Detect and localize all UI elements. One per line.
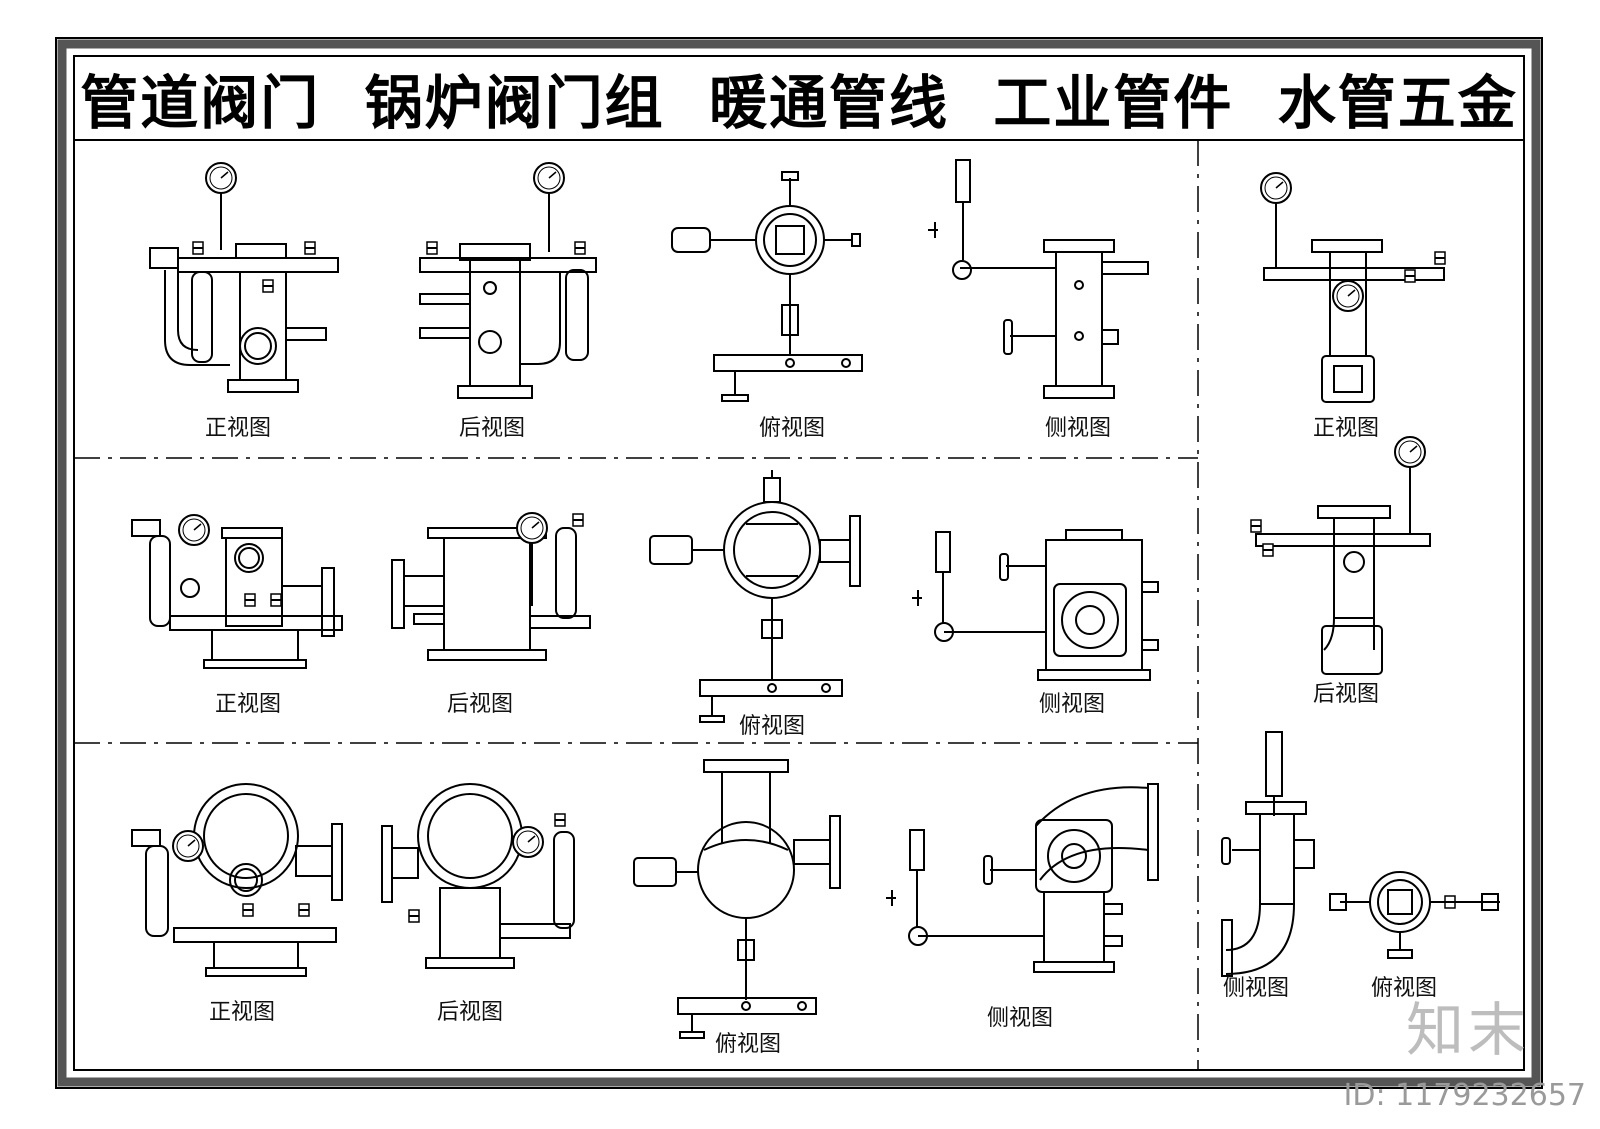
r3-side-drawing — [886, 783, 1159, 973]
r3-back-drawing — [381, 783, 575, 969]
caption-r2-side: 侧视图 — [1038, 692, 1106, 717]
r2-side-drawing — [912, 529, 1159, 681]
caption-r3-top: 俯视图 — [714, 1032, 782, 1057]
r1-front-drawing — [149, 162, 339, 393]
r1-back-drawing — [419, 162, 597, 399]
r2-top-drawing — [649, 470, 861, 723]
caption-r1-top: 俯视图 — [758, 416, 826, 441]
caption-r1-side: 侧视图 — [1044, 416, 1112, 441]
caption-r1-back: 后视图 — [458, 416, 526, 441]
r2-front-drawing — [131, 514, 343, 669]
rc-side-drawing — [1221, 731, 1315, 977]
r3-top-drawing — [633, 759, 841, 1039]
r1-top-drawing — [671, 171, 863, 402]
caption-r1-front: 正视图 — [204, 416, 272, 441]
r2-back-drawing — [391, 512, 591, 661]
r3-front-drawing — [131, 783, 343, 977]
caption-r2-front: 正视图 — [214, 692, 282, 717]
caption-rc-side: 侧视图 — [1222, 976, 1290, 1001]
sheet-title: 管道阀门 锅炉阀门组 暖通管线 工业管件 水管五金 — [80, 69, 1518, 137]
rc-top-drawing — [1329, 871, 1500, 959]
caption-r2-back: 后视图 — [446, 692, 514, 717]
rc-back-drawing — [1250, 436, 1431, 675]
caption-rc-back: 后视图 — [1312, 682, 1380, 707]
caption-r3-back: 后视图 — [436, 1000, 504, 1025]
caption-rc-top: 俯视图 — [1370, 976, 1438, 1001]
r1-side-drawing — [928, 159, 1149, 399]
watermark-brand: 知末 — [1405, 996, 1530, 1064]
caption-r3-side: 侧视图 — [986, 1006, 1054, 1031]
caption-r3-front: 正视图 — [208, 1000, 276, 1025]
caption-r2-top: 俯视图 — [738, 714, 806, 739]
caption-rc-front: 正视图 — [1312, 416, 1380, 441]
watermark-id: ID: 1179232657 — [1343, 1078, 1586, 1113]
rc-front-drawing — [1260, 172, 1446, 403]
